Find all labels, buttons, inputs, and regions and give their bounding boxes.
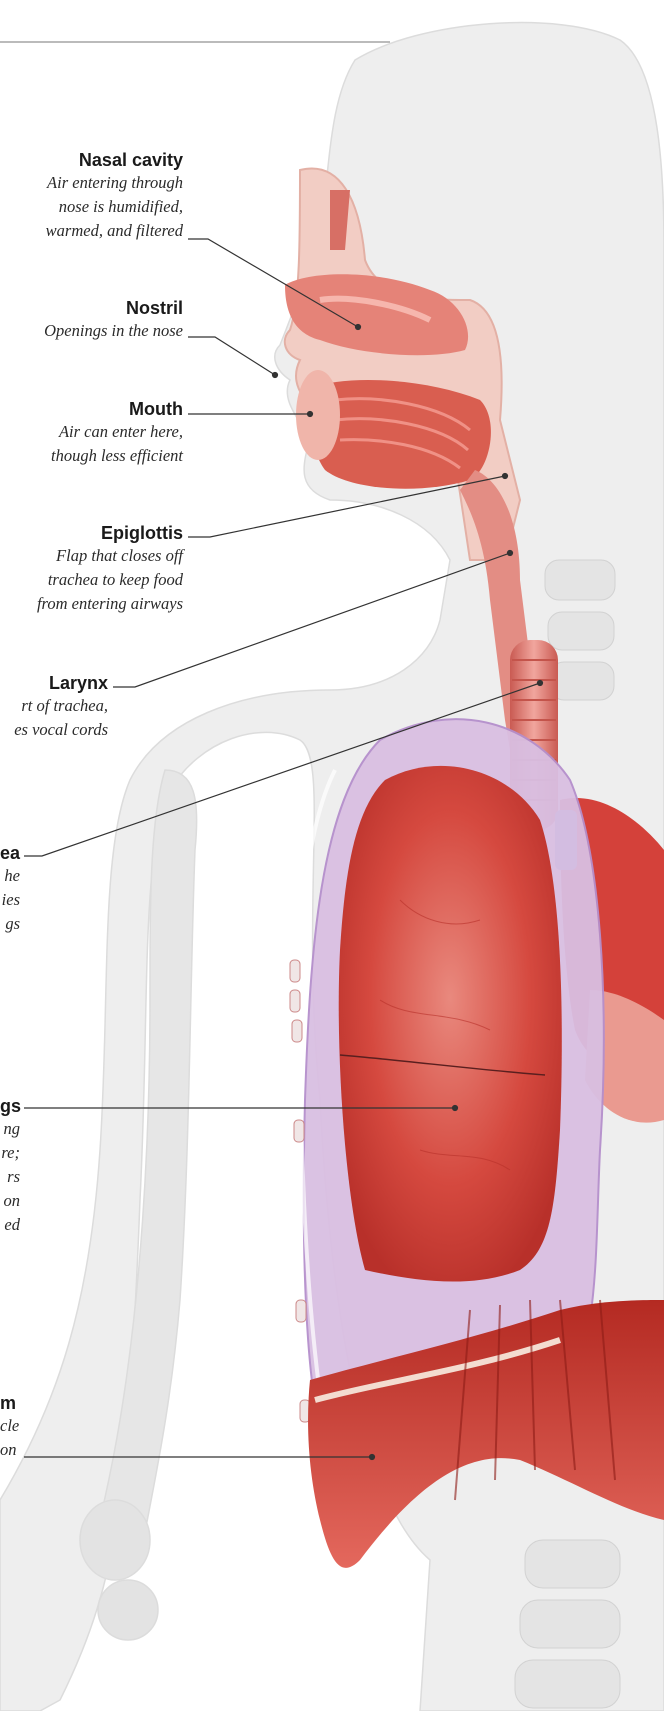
label-title: gs	[0, 1095, 20, 1117]
label-desc-line: gs	[0, 912, 20, 936]
label-desc-line: Flap that closes off	[37, 544, 183, 568]
leader-nostril	[188, 337, 275, 375]
label-desc-line: though less efficient	[51, 444, 183, 468]
label-nostril: Nostril Openings in the nose	[44, 297, 183, 343]
label-desc-line: warmed, and filtered	[46, 219, 183, 243]
label-desc-line: ies	[0, 888, 20, 912]
label-desc-line: rt of trachea,	[0, 694, 108, 718]
label-title: Nasal cavity	[46, 149, 183, 171]
label-larynx: Larynx rt of trachea, es vocal cords	[0, 672, 108, 742]
label-desc-line: Air can enter here,	[51, 420, 183, 444]
label-desc-line: trachea to keep food	[37, 568, 183, 592]
label-desc-line: Openings in the nose	[44, 319, 183, 343]
label-epiglottis: Epiglottis Flap that closes off trachea …	[37, 522, 183, 616]
label-desc-line: he	[0, 864, 20, 888]
label-trachea: ea he ies gs	[0, 842, 20, 936]
label-desc-line: cle	[0, 1414, 16, 1438]
label-nasal-cavity: Nasal cavity Air entering through nose i…	[46, 149, 183, 243]
label-desc-line: Air entering through	[46, 171, 183, 195]
label-title: m	[0, 1392, 16, 1414]
label-desc-line: re;	[0, 1141, 20, 1165]
label-desc-line: ng	[0, 1117, 20, 1141]
label-title: Larynx	[0, 672, 108, 694]
label-desc-line: ed	[0, 1213, 20, 1237]
label-desc-line: on	[0, 1189, 20, 1213]
label-lungs: gs ng re; rs on ed	[0, 1095, 20, 1237]
label-title: Mouth	[51, 398, 183, 420]
label-desc-line: on	[0, 1438, 16, 1462]
label-desc-line: from entering airways	[37, 592, 183, 616]
label-title: Epiglottis	[37, 522, 183, 544]
label-title: Nostril	[44, 297, 183, 319]
label-title: ea	[0, 842, 20, 864]
label-desc-line: nose is humidified,	[46, 195, 183, 219]
label-desc-line: es vocal cords	[0, 718, 108, 742]
label-diaphragm: m cle on	[0, 1392, 16, 1462]
label-desc-line: rs	[0, 1165, 20, 1189]
label-mouth: Mouth Air can enter here, though less ef…	[51, 398, 183, 468]
